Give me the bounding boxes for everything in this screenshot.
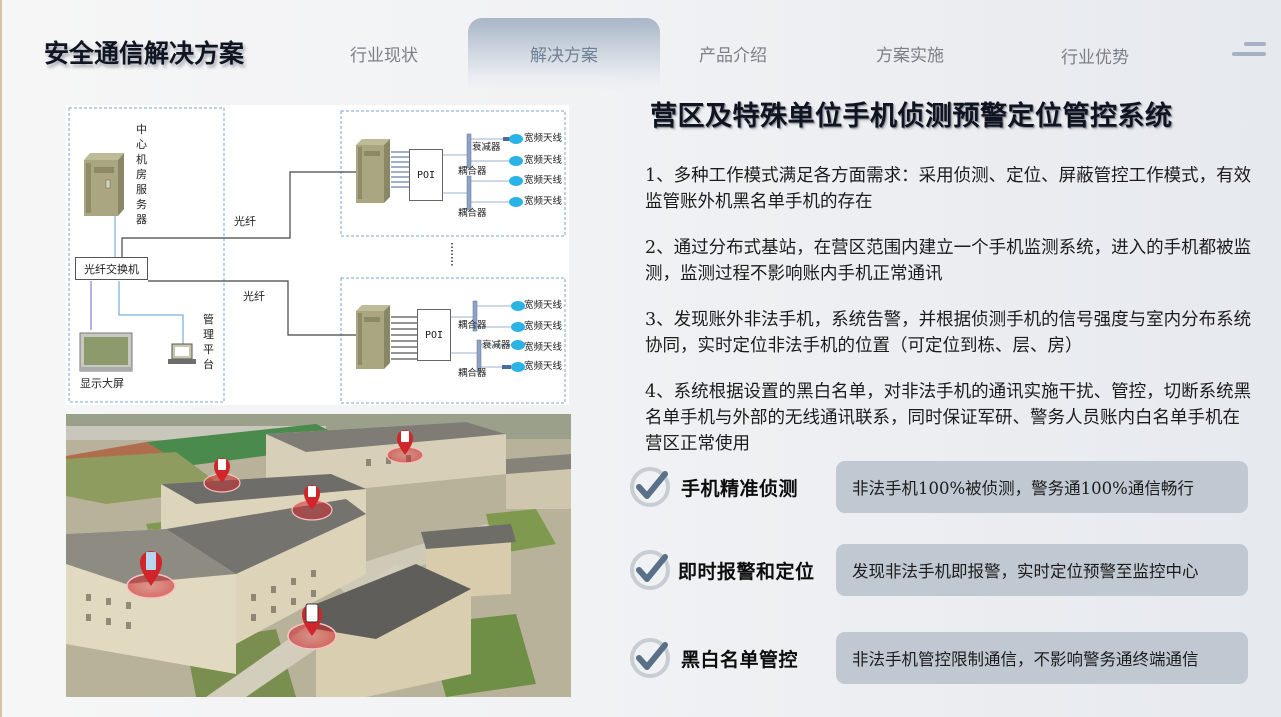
network-diagram: 中心机房服务器 光纤交换机 光纤 光纤 显示大屏 管理平台 POI POI 衰减… xyxy=(66,105,569,405)
brand-title: 安全通信解决方案 xyxy=(44,39,245,68)
point-item: 3、发现账外非法手机，系统告警，并根据侦测手机的信号强度与室内分布系统协同，实时… xyxy=(645,310,1252,356)
fiber-label-bottom: 光纤 xyxy=(243,290,265,303)
attenuator-label: 衰减器 xyxy=(472,142,501,153)
check-circle-icon xyxy=(630,550,670,590)
remote-server-icon-top xyxy=(356,139,390,203)
antenna-label: 宽频天线 xyxy=(524,300,563,311)
poi-box-top: POI xyxy=(409,149,443,201)
feature-points-list: 1、多种工作模式满足各方面需求：采用侦测、定位、屏蔽管控工作模式，有效监管账外机… xyxy=(645,163,1255,477)
feature-title: 手机精准侦测 xyxy=(681,478,799,500)
server-icon xyxy=(84,153,124,216)
central-server-label: 中心机房服务器 xyxy=(136,123,147,226)
management-platform-label: 管理平台 xyxy=(203,313,214,371)
antenna-label: 宽频天线 xyxy=(524,321,563,332)
tab-industry-status[interactable]: 行业现状 xyxy=(350,45,418,65)
hamburger-icon[interactable] xyxy=(1228,40,1268,60)
fiber-label-top: 光纤 xyxy=(234,215,256,228)
check-circle-icon xyxy=(630,638,670,678)
tab-product-intro[interactable]: 产品介绍 xyxy=(699,45,767,65)
antenna-label: 宽频天线 xyxy=(524,155,563,166)
top-nav: 行业现状 解决方案 产品介绍 方案实施 行业优势 xyxy=(0,0,1281,90)
barracks-aerial-photo xyxy=(66,414,571,697)
feature-row-detection: 手机精准侦测 非法手机100%被侦测，警务通100%通信畅行 xyxy=(628,461,1258,513)
fiber-switch-box: 光纤交换机 xyxy=(75,257,148,280)
attenuator-label: 衰减器 xyxy=(482,340,511,351)
display-label: 显示大屏 xyxy=(80,377,124,390)
coupler-label: 耦合器 xyxy=(458,166,487,177)
feature-desc-box: 发现非法手机即报警，实时定位预警至监控中心 xyxy=(836,544,1248,596)
feature-title: 即时报警和定位 xyxy=(678,561,815,583)
antenna-label: 宽频天线 xyxy=(524,361,563,372)
feature-desc-box: 非法手机管控限制通信，不影响警务通终端通信 xyxy=(836,632,1248,684)
coupler-label: 耦合器 xyxy=(458,208,487,219)
antenna-label: 宽频天线 xyxy=(524,133,563,144)
tab-solution[interactable]: 解决方案 xyxy=(468,18,660,90)
management-pc-icon xyxy=(168,343,196,364)
point-item: 4、系统根据设置的黑白名单，对非法手机的通讯实施干扰、管控，切断系统黑名单手机与… xyxy=(645,382,1252,454)
display-screen-icon xyxy=(79,332,133,372)
point-item: 1、多种工作模式满足各方面需求：采用侦测、定位、屏蔽管控工作模式，有效监管账外机… xyxy=(645,166,1252,212)
location-marker-icons xyxy=(126,430,424,650)
poi-box-bottom: POI xyxy=(417,309,451,361)
page-title: 营区及特殊单位手机侦测预警定位管控系统 xyxy=(650,101,1173,132)
remote-server-icon-bottom xyxy=(356,305,390,369)
feature-row-blacklist: 黑白名单管控 非法手机管控限制通信，不影响警务通终端通信 xyxy=(628,632,1258,684)
antenna-label: 宽频天线 xyxy=(524,342,563,353)
feature-row-alarm: 即时报警和定位 发现非法手机即报警，实时定位预警至监控中心 xyxy=(628,544,1258,596)
coupler-label: 耦合器 xyxy=(458,320,487,331)
feature-title: 黑白名单管控 xyxy=(681,649,799,671)
tab-industry-advantage[interactable]: 行业优势 xyxy=(1061,47,1129,67)
check-circle-icon xyxy=(630,467,670,507)
tab-implementation[interactable]: 方案实施 xyxy=(876,45,944,65)
point-item: 2、通过分布式基站，在营区范围内建立一个手机监测系统，进入的手机都被监测，监测过… xyxy=(645,238,1252,284)
antenna-label: 宽频天线 xyxy=(524,196,563,207)
feature-desc-box: 非法手机100%被侦测，警务通100%通信畅行 xyxy=(836,461,1248,513)
coupler-label: 耦合器 xyxy=(458,368,487,379)
left-edge-border xyxy=(0,0,2,717)
antenna-label: 宽频天线 xyxy=(524,175,563,186)
